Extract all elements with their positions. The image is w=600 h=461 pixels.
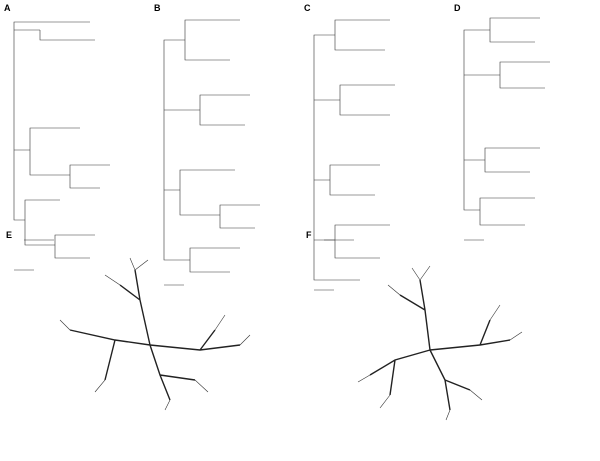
- panel-b-tree: [163, 19, 260, 273]
- panel-c-tree: [313, 19, 395, 281]
- panel-c: C: [304, 3, 395, 291]
- panel-d-letter: D: [454, 3, 461, 13]
- panel-f: F: [306, 230, 523, 421]
- panel-b-letter: B: [154, 3, 161, 13]
- panel-d-tree: [463, 17, 550, 226]
- panel-d: D: [454, 3, 550, 241]
- panel-a-tree: [13, 21, 110, 259]
- panel-a-letter: A: [4, 3, 11, 13]
- panel-e-network: [59, 257, 251, 411]
- panel-f-letter: F: [306, 230, 312, 240]
- panel-b: B: [154, 3, 260, 286]
- panel-e: E: [6, 230, 251, 411]
- panel-f-network: [357, 265, 523, 421]
- panel-c-letter: C: [304, 3, 311, 13]
- panel-a: A: [4, 3, 110, 271]
- panel-e-letter: E: [6, 230, 12, 240]
